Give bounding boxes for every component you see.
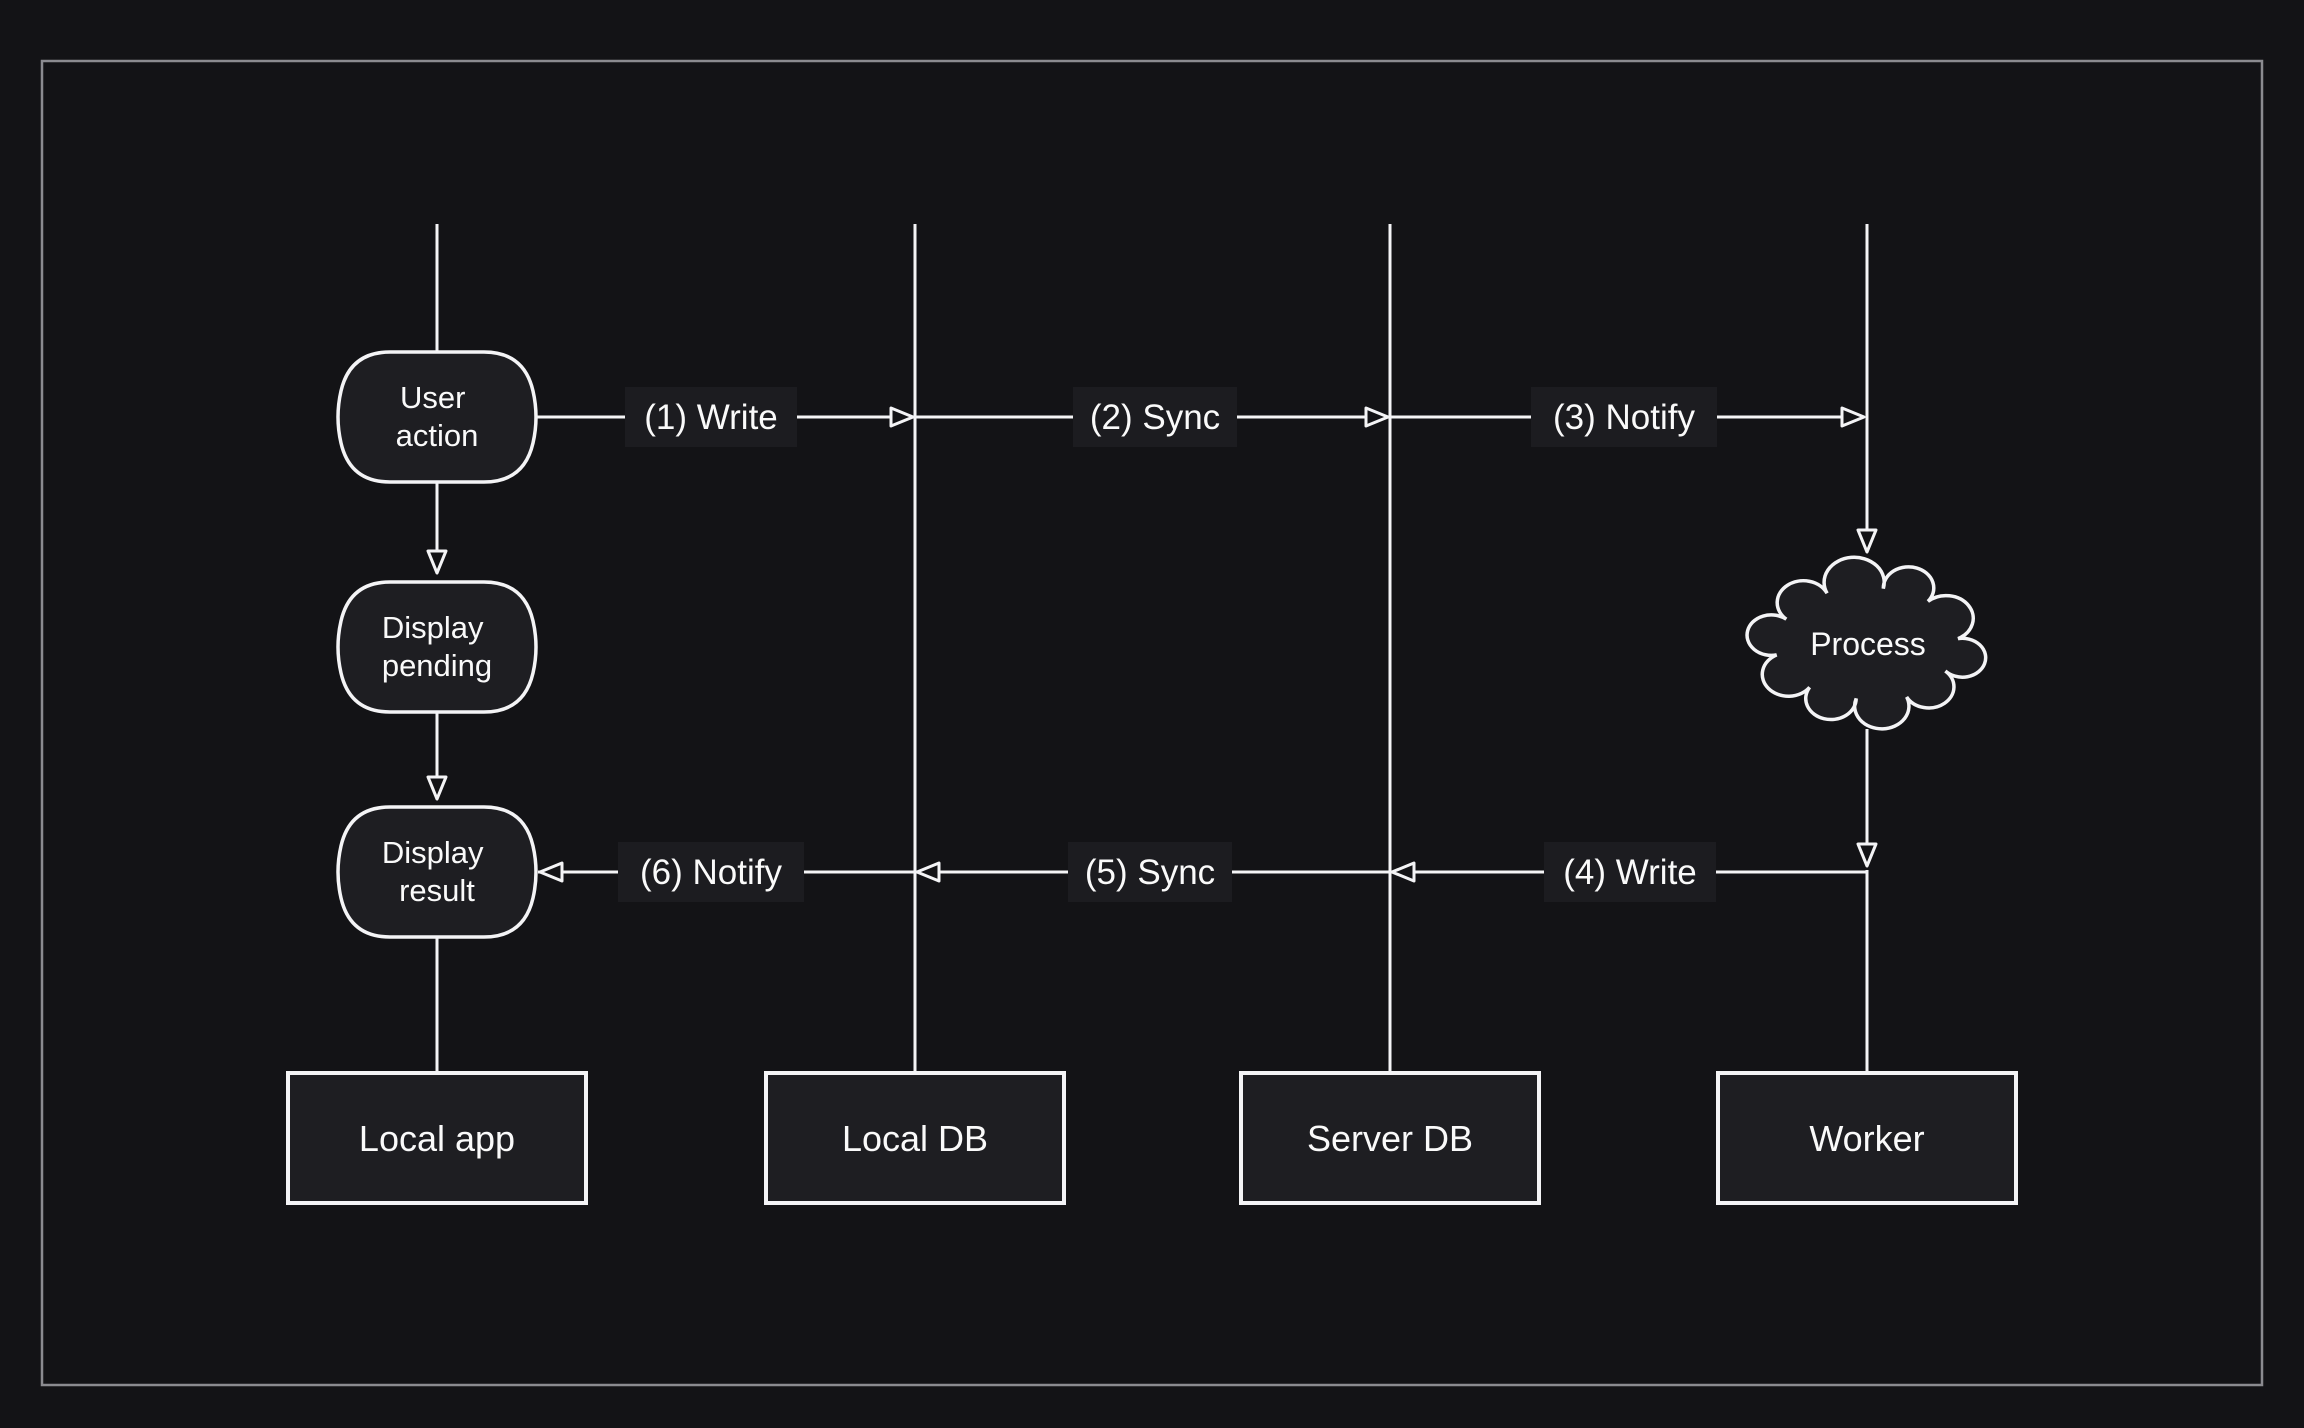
message-label-1-write: (1) Write	[625, 387, 797, 447]
message-1-text: (1) Write	[644, 398, 778, 437]
message-3-text: (3) Notify	[1553, 398, 1695, 437]
process-cloud-label: Process	[1810, 626, 1926, 662]
arrowhead-to-display-result	[426, 775, 448, 801]
arrowhead-notify-to-display-result	[538, 861, 564, 883]
arrowhead-sync-to-server-db	[1364, 406, 1390, 428]
node-user-action-shape	[336, 350, 538, 484]
node-user-action: User action	[336, 350, 538, 484]
participant-local-app-label: Local app	[359, 1118, 515, 1159]
participant-server-db: Server DB	[1239, 1071, 1541, 1205]
node-user-action-label: User action	[396, 380, 479, 453]
participant-local-app: Local app	[286, 1071, 588, 1205]
message-1-pill	[625, 387, 797, 447]
arrowhead-notify-to-worker	[1840, 406, 1866, 428]
process-cloud-shape	[1747, 557, 1986, 729]
node-display-pending: Display pending	[336, 580, 538, 714]
message-6-text: (6) Notify	[640, 853, 782, 892]
node-display-pending-shape	[336, 580, 538, 714]
message-label-2-sync: (2) Sync	[1073, 387, 1237, 447]
message-label-3-notify: (3) Notify	[1531, 387, 1717, 447]
arrowhead-write-to-local-db	[889, 406, 915, 428]
message-2-text: (2) Sync	[1090, 398, 1220, 437]
node-display-result-label: Display result	[382, 835, 492, 908]
message-label-4-write: (4) Write	[1544, 842, 1716, 902]
arrowhead-to-display-pending	[426, 549, 448, 575]
arrowhead-into-process-cloud	[1856, 528, 1878, 554]
message-6-pill	[618, 842, 804, 902]
node-display-pending-label: Display pending	[382, 610, 492, 683]
participant-server-db-box	[1239, 1071, 1541, 1205]
node-display-result-shape	[336, 805, 538, 939]
arrowhead-write-to-server-db	[1390, 861, 1416, 883]
arrowhead-sync-to-local-db	[915, 861, 941, 883]
participant-worker-label: Worker	[1809, 1118, 1924, 1159]
message-label-5-sync: (5) Sync	[1068, 842, 1232, 902]
message-4-text: (4) Write	[1563, 853, 1697, 892]
participant-local-db-box	[764, 1071, 1066, 1205]
participant-worker: Worker	[1716, 1071, 2018, 1205]
message-3-pill	[1531, 387, 1717, 447]
participant-local-db-label: Local DB	[842, 1118, 988, 1159]
node-display-result: Display result	[336, 805, 538, 939]
message-5-text: (5) Sync	[1085, 853, 1215, 892]
message-4-pill	[1544, 842, 1716, 902]
message-label-6-notify: (6) Notify	[618, 842, 804, 902]
message-5-pill	[1068, 842, 1232, 902]
participant-local-db: Local DB	[764, 1071, 1066, 1205]
arrowhead-from-process-cloud	[1856, 842, 1878, 868]
participant-server-db-label: Server DB	[1307, 1118, 1473, 1159]
participant-worker-box	[1716, 1071, 2018, 1205]
message-2-pill	[1073, 387, 1237, 447]
participant-local-app-box	[286, 1071, 588, 1205]
node-process-cloud: Process	[1747, 557, 1986, 729]
canvas-frame	[40, 59, 2264, 1387]
